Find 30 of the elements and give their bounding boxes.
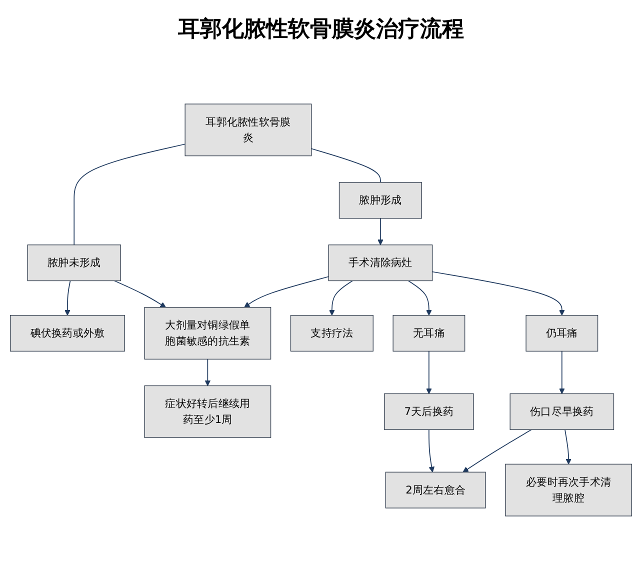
node-box: 脓肿形成 <box>338 182 422 219</box>
node-box: 支持疗法 <box>290 314 374 352</box>
arrow <box>204 358 211 386</box>
node-box: 手术清除病灶 <box>328 244 433 282</box>
node-box: 脓肿未形成 <box>27 244 121 282</box>
node-box: 症状好转后继续用药至少1周 <box>144 385 272 438</box>
node-box: 耳郭化脓性软骨膜炎 <box>184 104 312 156</box>
connector <box>310 148 381 183</box>
arrow <box>426 350 432 394</box>
arrow <box>329 280 353 316</box>
node-box: 必要时再次手术清理脓腔 <box>505 464 632 516</box>
diagram-title: 耳郭化脓性软骨膜炎治疗流程 <box>178 16 464 44</box>
arrow <box>378 218 384 246</box>
arrow <box>114 280 166 308</box>
node-box: 无耳痛 <box>392 314 466 352</box>
arrow <box>428 429 435 472</box>
node-box: 伤口尽早换药 <box>510 393 614 430</box>
arrow <box>462 429 532 472</box>
node-box: 碘伏换药或外敷 <box>10 314 125 352</box>
arrow <box>244 276 330 308</box>
arrow <box>432 271 565 316</box>
arrow <box>408 280 432 316</box>
node-box: 仍耳痛 <box>526 314 598 352</box>
arrow <box>564 429 572 464</box>
node-box: 大剂量对铜绿假单胞菌敏感的抗生素 <box>144 307 272 360</box>
arrow <box>559 350 565 394</box>
connector <box>74 144 186 246</box>
node-box: 7天后换药 <box>384 393 474 430</box>
arrow <box>64 280 71 316</box>
node-box: 2周左右愈合 <box>385 472 486 508</box>
